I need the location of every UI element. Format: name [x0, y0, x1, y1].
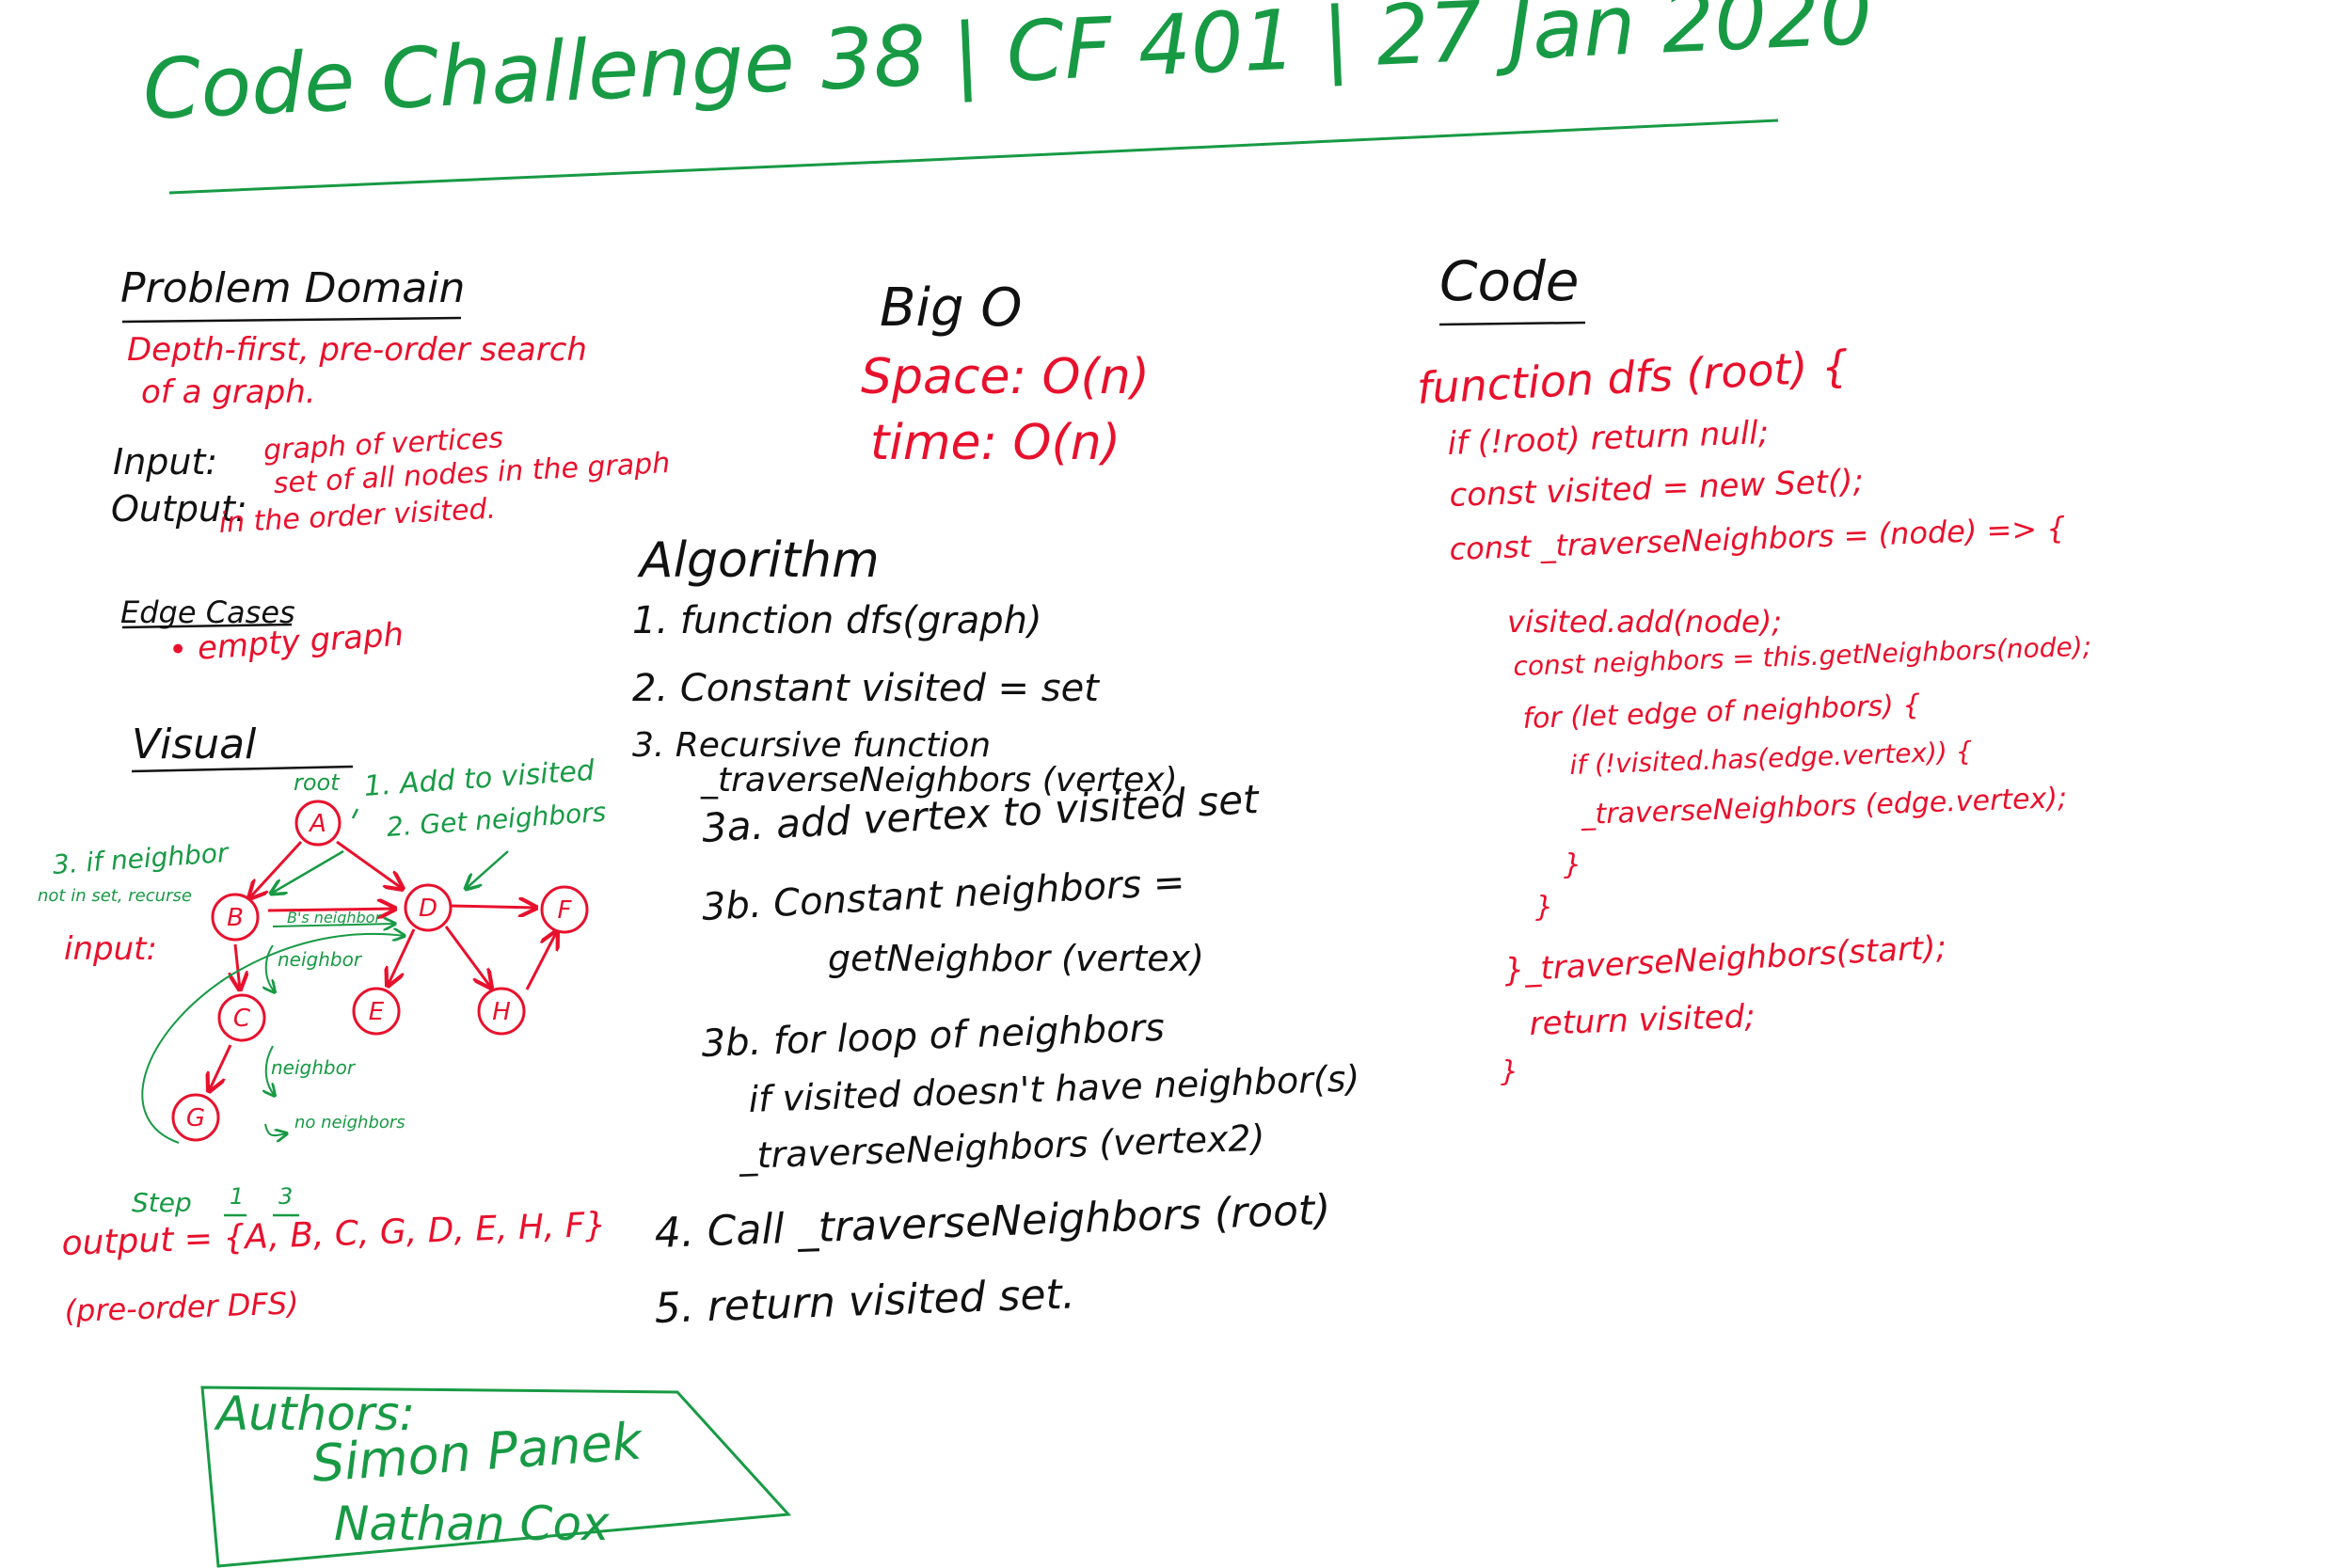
authors-heading: Authors:: [216, 1386, 416, 1441]
authors-box: [200, 1386, 792, 1568]
node-d-circle: [404, 883, 453, 932]
edge-c-g: [209, 1044, 232, 1091]
node-e-label: E: [369, 998, 385, 1026]
node-b-label: B: [227, 904, 244, 932]
node-b-circle: [211, 893, 260, 942]
title-underline: [168, 119, 1779, 195]
node-h-circle: [477, 987, 526, 1036]
visual-output-note: (pre-order DFS): [63, 1285, 300, 1329]
code-line-13: return visited;: [1528, 997, 1756, 1043]
step-3-number: 3: [278, 1183, 294, 1210]
edge-cases-underline: [121, 623, 293, 629]
edge-b-d: [267, 909, 395, 911]
big-o-time: time: O(n): [870, 415, 1120, 471]
step-label: Step: [132, 1187, 192, 1218]
node-h-label: H: [492, 998, 511, 1026]
code-line-14: }: [1501, 1055, 1519, 1088]
edge-cases-heading: Edge Cases: [120, 594, 295, 630]
node-g-label: G: [186, 1104, 205, 1132]
edge-a-d: [336, 840, 403, 889]
code-line-10: }: [1564, 848, 1582, 881]
arrow-bs-neighbor: [272, 924, 395, 927]
visual-heading: Visual: [132, 721, 257, 768]
big-o-heading: Big O: [880, 277, 1023, 339]
code-line-11: }: [1535, 891, 1554, 924]
edge-b-c: [235, 943, 240, 990]
arrow-get-neighbors: [466, 850, 509, 889]
edge-d-f: [449, 906, 536, 908]
node-d-label: D: [419, 895, 437, 923]
visual-underline: [131, 765, 354, 773]
arrow-back-to-d: [141, 934, 405, 1144]
author-name-2: Nathan Cox: [334, 1497, 610, 1551]
visual-note-3b: not in set, recurse: [38, 886, 192, 906]
visual-neighbor-2: neighbor: [271, 1056, 356, 1079]
node-e-circle: [352, 987, 401, 1036]
algorithm-step-3-sig: _traverseNeighbors (vertex): [701, 761, 1178, 800]
problem-domain-underline: [121, 316, 462, 324]
visual-root-label: root: [294, 769, 340, 796]
problem-domain-desc-1: Depth-first, pre-order search: [127, 331, 587, 369]
node-g-circle: [171, 1093, 220, 1142]
edge-d-h: [444, 926, 491, 988]
node-f-circle: [540, 885, 589, 934]
code-line-5: visited.add(node);: [1507, 604, 1782, 640]
arrow-no-neighbors: [264, 1123, 287, 1135]
code-heading: Code: [1439, 249, 1580, 313]
visual-no-neighbors: no neighbors: [294, 1113, 405, 1132]
algorithm-step-1: 1. function dfs(graph): [632, 599, 1042, 642]
node-f-label: F: [558, 896, 573, 925]
algorithm-heading: Algorithm: [640, 532, 880, 589]
node-a-circle: [294, 800, 342, 847]
visual-input-label: input:: [64, 930, 157, 968]
node-c-circle: [217, 993, 266, 1042]
algorithm-step-3: 3. Recursive function: [632, 726, 992, 765]
big-o-space: Space: O(n): [861, 349, 1150, 405]
input-label: Input:: [113, 441, 218, 483]
edge-a-b: [249, 840, 303, 898]
code-underline: [1438, 321, 1586, 326]
algorithm-step-3b-call: getNeighbor (vertex): [828, 938, 1204, 979]
step-1-number: 1: [230, 1183, 245, 1210]
arrow-root-note: [351, 808, 359, 819]
arrow-neighbor-c: [266, 944, 275, 992]
algorithm-step-2: 2. Constant visited = set: [632, 667, 1099, 710]
problem-domain-desc-2: of a graph.: [141, 373, 316, 411]
visual-bs-neighbor: B's neighbor: [287, 909, 382, 927]
node-a-label: A: [308, 810, 326, 838]
arrow-neighbor-g: [266, 1045, 275, 1096]
edge-h-f: [525, 931, 557, 990]
arrow-recurse: [271, 849, 344, 894]
problem-domain-heading: Problem Domain: [120, 264, 466, 312]
visual-neighbor-1: neighbor: [278, 948, 362, 971]
output-label: Output:: [111, 488, 247, 530]
edge-d-e: [388, 928, 416, 986]
node-c-label: C: [233, 1005, 251, 1033]
